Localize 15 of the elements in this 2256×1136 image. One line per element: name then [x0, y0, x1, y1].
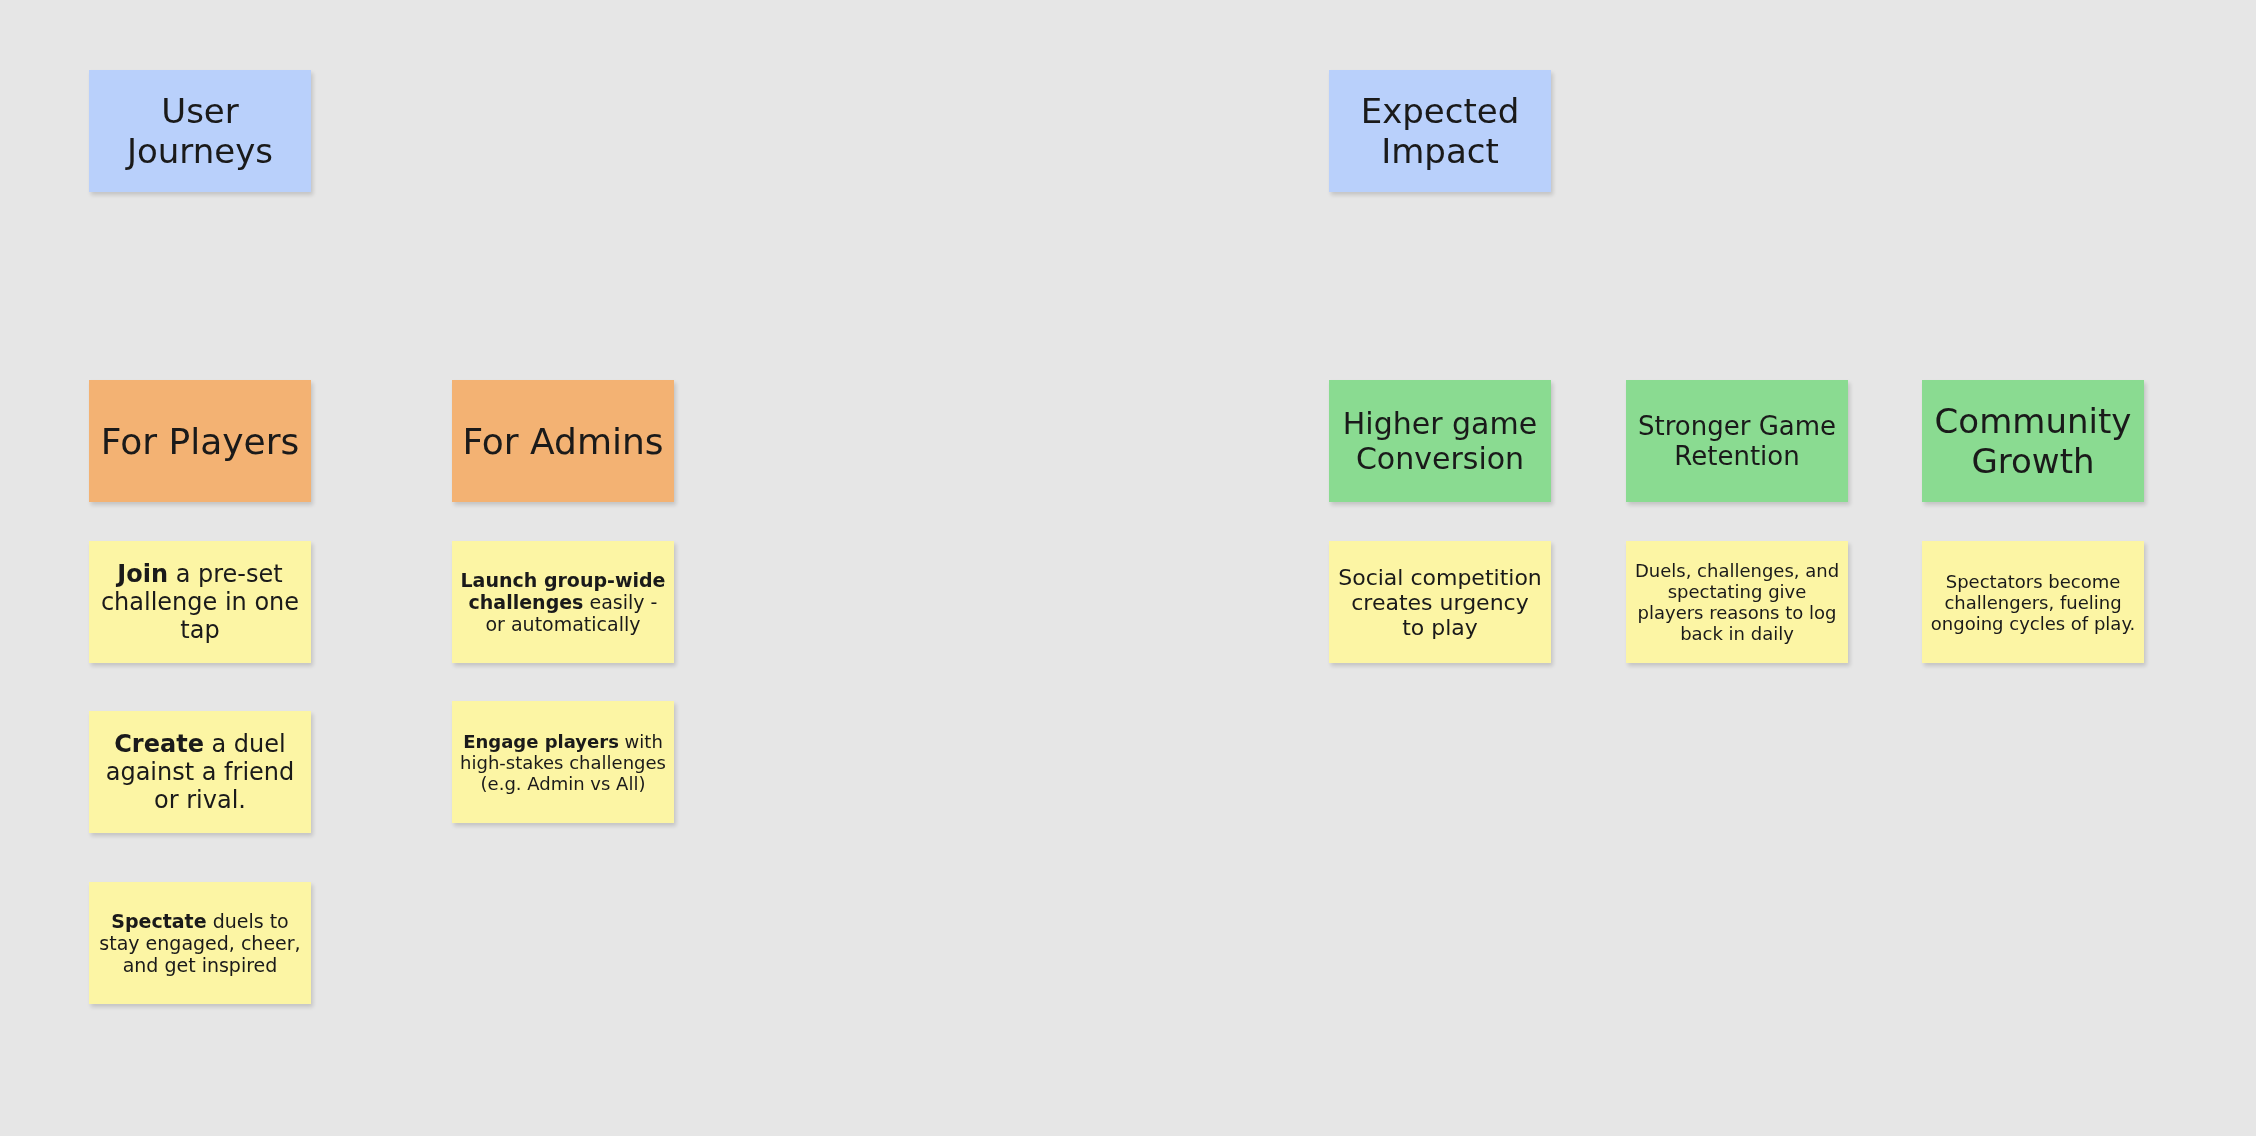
sticky-note: Social competition creates urgency to play — [1329, 541, 1551, 663]
title-sticky-note: User Journeys — [89, 70, 311, 192]
sticky-note: Join a pre-set challenge in one tap — [89, 541, 311, 663]
category-sticky-note: For Players — [89, 380, 311, 502]
sticky-note: Spectate duels to stay engaged, cheer, and get inspired — [89, 882, 311, 1004]
sticky-note: Create a duel against a friend or rival. — [89, 711, 311, 833]
title-sticky-note: Expected Impact — [1329, 70, 1551, 192]
sticky-note: Launch group-wide challenges easily - or automatically — [452, 541, 674, 663]
category-sticky-note: Higher game Conversion — [1329, 380, 1551, 502]
category-sticky-note: For Admins — [452, 380, 674, 502]
sticky-note: Engage players with high-stakes challenges (e.g. Admin vs All) — [452, 701, 674, 823]
category-sticky-note: Community Growth — [1922, 380, 2144, 502]
category-sticky-note: Stronger Game Retention — [1626, 380, 1848, 502]
sticky-note: Spectators become challengers, fueling ongoing cycles of play. — [1922, 541, 2144, 663]
sticky-note: Duels, challenges, and spectating give players reasons to log back in daily — [1626, 541, 1848, 663]
